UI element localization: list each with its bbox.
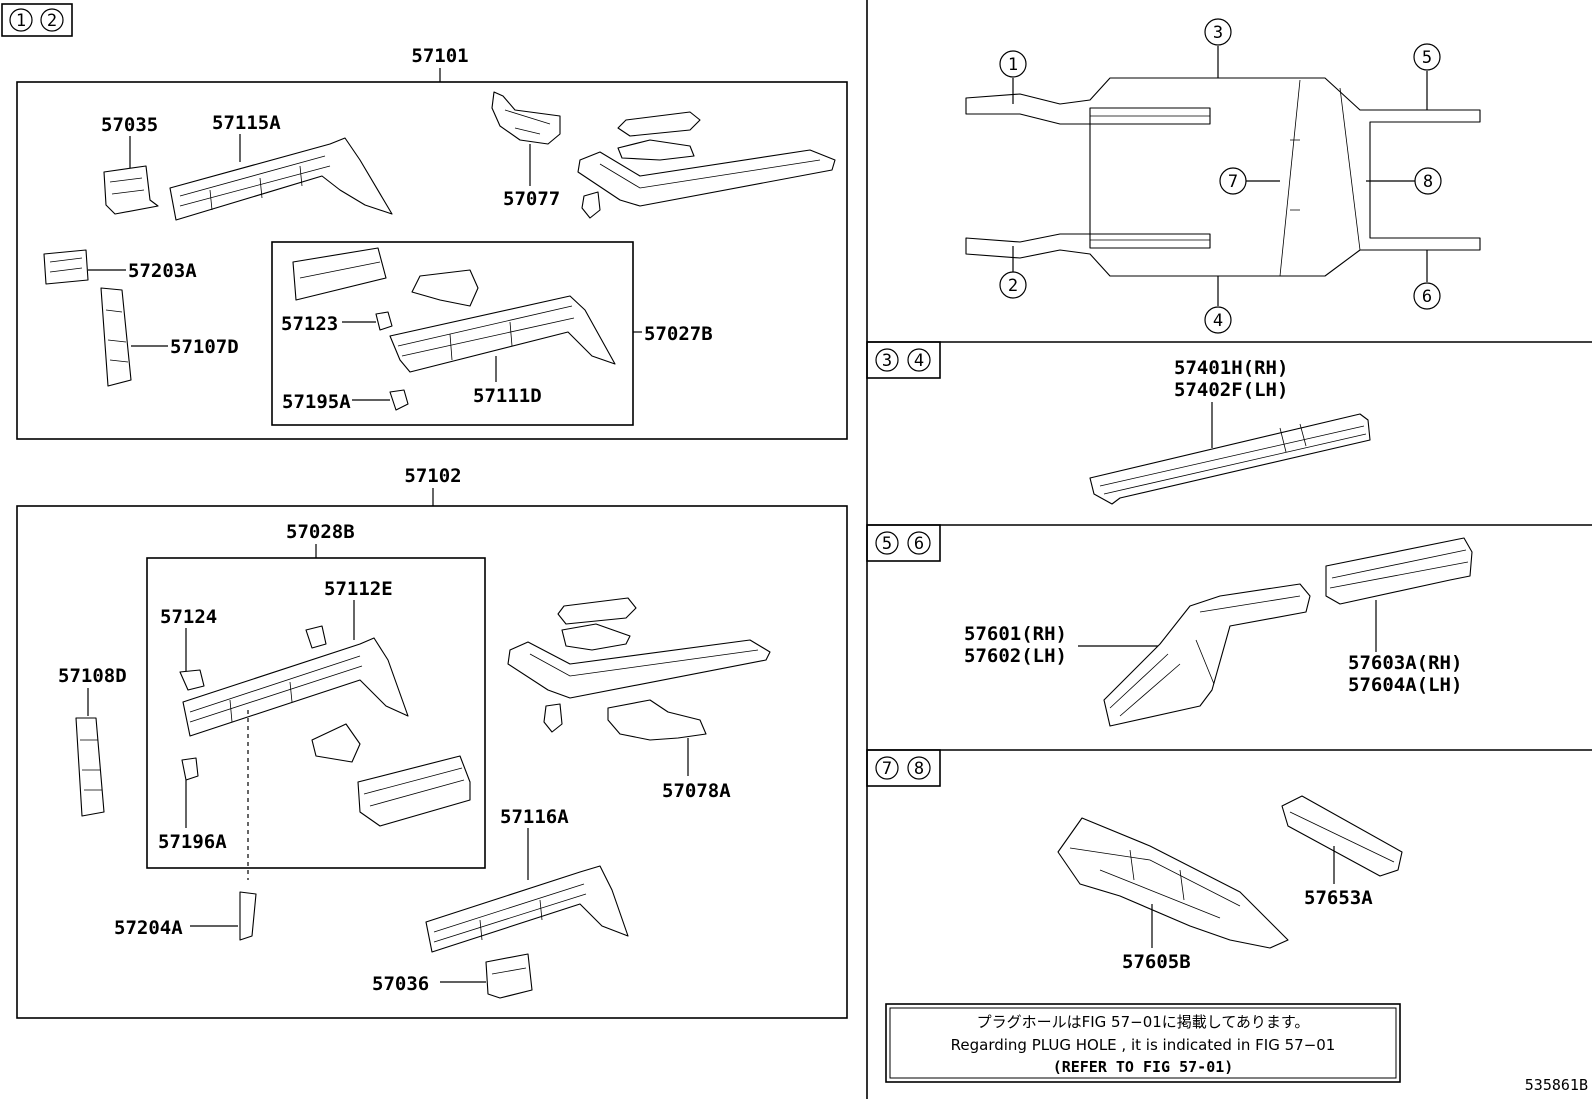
label-57028B: 57028B	[286, 521, 355, 543]
svg-text:5: 5	[882, 534, 892, 554]
section-3-4-parts: 57401H(RH) 57402F(LH)	[1089, 357, 1371, 505]
label-57195A: 57195A	[282, 391, 351, 413]
svg-text:6: 6	[914, 534, 924, 554]
label-57196A: 57196A	[158, 831, 227, 853]
frame-overview: 1 2 3 4 5 6 7 8	[965, 18, 1481, 334]
label-57112E: 57112E	[324, 578, 393, 600]
label-57604A: 57604A(LH)	[1348, 674, 1462, 696]
label-57653A: 57653A	[1304, 887, 1373, 909]
svg-text:5: 5	[1422, 48, 1432, 68]
note-line-jp: プラグホールはFIG 57−01に掲載してあります。	[977, 1013, 1310, 1031]
label-57603A: 57603A(RH)	[1348, 652, 1462, 674]
part-57195A	[389, 389, 409, 411]
label-57123: 57123	[281, 313, 338, 335]
svg-text:3: 3	[1213, 23, 1223, 43]
label-57203A: 57203A	[128, 260, 197, 282]
label-57401H: 57401H(RH)	[1174, 357, 1288, 379]
svg-text:1: 1	[16, 11, 26, 31]
part-sill-rail-lower	[507, 639, 771, 699]
label-57035: 57035	[101, 114, 158, 136]
part-57112E	[182, 637, 409, 737]
part-57203A	[43, 249, 89, 285]
svg-text:1: 1	[1008, 55, 1018, 75]
label-57601: 57601(RH)	[964, 623, 1067, 645]
label-57101: 57101	[411, 45, 468, 67]
assembly-57102: 57102 57028B 57112E 57124 57196A 57108D	[16, 465, 848, 1019]
label-57605B: 57605B	[1122, 951, 1191, 973]
assembly-57101: 57101 57035 57115A 57077 57203A	[16, 45, 848, 440]
part-57078A	[607, 699, 707, 741]
section-tag-7-8: 7 8	[866, 749, 941, 787]
part-57036	[485, 953, 533, 999]
label-57402F: 57402F(LH)	[1174, 379, 1288, 401]
label-57108D: 57108D	[58, 665, 127, 687]
part-57204A	[239, 891, 257, 941]
label-57116A: 57116A	[500, 806, 569, 828]
svg-text:7: 7	[1228, 172, 1238, 192]
note-line-en: Regarding PLUG HOLE , it is indicated in…	[951, 1036, 1336, 1054]
part-57035	[103, 165, 159, 215]
section-tag-5-6: 5 6	[866, 524, 941, 562]
part-57108D	[75, 717, 105, 817]
label-57036: 57036	[372, 973, 429, 995]
part-57601	[1103, 583, 1311, 727]
section-5-6-parts: 57603A(RH) 57604A(LH) 57601(RH) 57602(LH…	[964, 537, 1473, 727]
svg-text:7: 7	[882, 759, 892, 779]
part-57124	[179, 669, 205, 691]
label-57111D: 57111D	[473, 385, 542, 407]
part-57603A	[1325, 537, 1473, 605]
label-57204A: 57204A	[114, 917, 183, 939]
svg-text:6: 6	[1422, 287, 1432, 307]
part-57196A	[181, 757, 199, 781]
section-tag-3-4: 3 4	[866, 341, 941, 379]
part-57107D	[100, 287, 132, 387]
section-7-8-parts: 57605B 57653A	[1057, 795, 1403, 973]
part-57605B	[1057, 817, 1289, 949]
label-57027B: 57027B	[644, 323, 713, 345]
part-57077	[491, 91, 561, 145]
svg-text:2: 2	[1008, 276, 1018, 296]
label-57124: 57124	[160, 606, 217, 628]
plug-hole-note: プラグホールはFIG 57−01に掲載してあります。 Regarding PLU…	[885, 1003, 1401, 1083]
svg-text:2: 2	[47, 11, 57, 31]
label-57115A: 57115A	[212, 112, 281, 134]
svg-text:3: 3	[882, 351, 892, 371]
label-57602: 57602(LH)	[964, 645, 1067, 667]
section-tag-1-2: 1 2	[1, 3, 73, 37]
label-57102: 57102	[404, 465, 461, 487]
svg-text:8: 8	[1423, 172, 1433, 192]
svg-text:4: 4	[914, 351, 924, 371]
note-line-refer: (REFER TO FIG 57-01)	[1053, 1058, 1234, 1076]
svg-text:8: 8	[914, 759, 924, 779]
label-57078A: 57078A	[662, 780, 731, 802]
figure-id: 535861B	[1525, 1076, 1588, 1094]
part-57116A	[425, 865, 629, 953]
svg-text:4: 4	[1213, 311, 1223, 331]
label-57077: 57077	[503, 188, 560, 210]
part-57401H	[1089, 413, 1371, 505]
label-57107D: 57107D	[170, 336, 239, 358]
part-57653A	[1281, 795, 1403, 877]
